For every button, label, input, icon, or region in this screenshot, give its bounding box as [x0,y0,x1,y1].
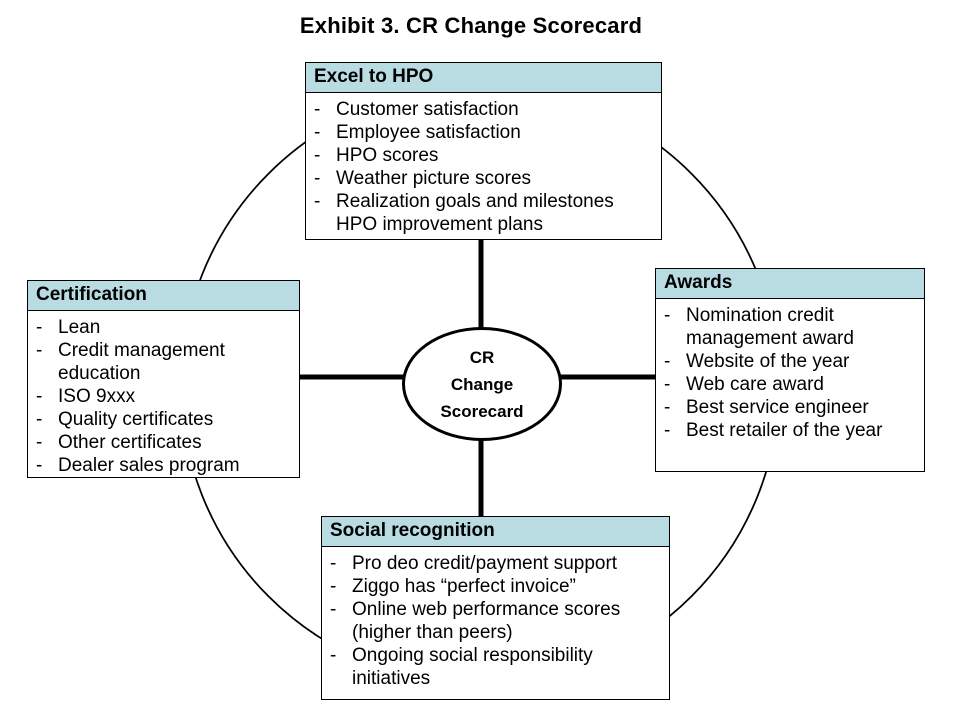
list-item-text: Realization goals and milestones [336,191,614,212]
bullet-dash: - [664,397,671,418]
list-item-text: Web care award [686,374,824,395]
list-item-text: Online web performance scores (higher th… [352,599,621,643]
list-item: -Best service engineer [664,396,920,419]
box-awards-header: Awards [656,269,924,299]
list-item-text: HPO scores [336,145,439,166]
list-item-text: Dealer sales program [58,455,240,476]
list-item-text: Best service engineer [686,397,869,418]
list-item: -Ziggo has “perfect invoice” [330,575,665,598]
bullet-dash: - [36,386,43,407]
list-item-text: Best retailer of the year [686,420,883,441]
box-social-recognition-body: -Pro deo credit/payment support -Ziggo h… [322,547,669,690]
bullet-dash: - [36,409,43,430]
box-excel-to-hpo-header: Excel to HPO [306,63,661,93]
list-item-text: Customer satisfaction [336,99,519,120]
list-item-text: Lean [58,317,101,338]
box-social-recognition-header: Social recognition [322,517,669,547]
list-item: -Weather picture scores [314,167,657,190]
list-item-text: ISO 9xxx [58,386,136,407]
list-item: -Best retailer of the year [664,419,920,442]
list-item: -Dealer sales program [36,454,295,477]
bullet-dash: - [664,420,671,441]
list-item-text: Credit management education [58,340,225,384]
box-certification-body: -Lean -Credit management education -ISO … [28,311,299,477]
bullet-dash: - [330,553,337,574]
list-item: -Online web performance scores (higher t… [330,598,665,644]
list-item: -Website of the year [664,350,920,373]
bullet-dash: - [330,645,337,666]
bullet-dash: - [330,599,337,620]
bullet-dash: - [664,374,671,395]
bullet-dash: - [36,340,43,361]
list-item: -Nomination credit management award [664,304,920,350]
list-item: -ISO 9xxx [36,385,295,408]
bullet-dash: - [314,191,321,212]
list-item: -Quality certificates [36,408,295,431]
list-item-text: Weather picture scores [336,168,532,189]
list-item-text: Employee satisfaction [336,122,521,143]
center-node-cr-change-scorecard: CR Change Scorecard [402,327,562,441]
list-item-text: Quality certificates [58,409,214,430]
box-excel-to-hpo-body: -Customer satisfaction -Employee satisfa… [306,93,661,236]
bullet-dash: - [36,432,43,453]
list-item-text: Ongoing social responsibility initiative… [352,645,593,689]
box-social-recognition: Social recognition -Pro deo credit/payme… [321,516,670,700]
list-item: -Other certificates [36,431,295,454]
bullet-dash: - [664,351,671,372]
list-item-continuation: HPO improvement plans [314,213,657,236]
bullet-dash: - [36,317,43,338]
exhibit-title: Exhibit 3. CR Change Scorecard [299,13,643,38]
list-item: -Employee satisfaction [314,121,657,144]
box-awards: Awards -Nomination credit management awa… [655,268,925,472]
list-item: -HPO scores [314,144,657,167]
box-certification-header: Certification [28,281,299,311]
list-item: -Ongoing social responsibility initiativ… [330,644,665,690]
list-item-text: Ziggo has “perfect invoice” [352,576,576,597]
list-item-text: Website of the year [686,351,850,372]
list-item: -Pro deo credit/payment support [330,552,665,575]
box-certification: Certification -Lean -Credit management e… [27,280,300,478]
list-item: -Customer satisfaction [314,98,657,121]
center-node-line: CR [469,347,495,367]
list-item: -Realization goals and milestones [314,190,657,213]
bullet-dash: - [330,576,337,597]
center-node-line: Scorecard [440,401,524,421]
bullet-dash: - [314,99,321,120]
bullet-dash: - [36,455,43,476]
bullet-dash: - [314,168,321,189]
list-item: -Web care award [664,373,920,396]
list-item-text: HPO improvement plans [336,214,543,235]
box-awards-body: -Nomination credit management award -Web… [656,299,924,442]
bullet-dash: - [314,145,321,166]
list-item: -Credit management education [36,339,295,385]
center-node-line: Change [450,374,514,394]
list-item-text: Nomination credit management award [686,305,854,349]
box-excel-to-hpo: Excel to HPO -Customer satisfaction -Emp… [305,62,662,240]
list-item-text: Other certificates [58,432,202,453]
bullet-dash: - [664,305,671,326]
bullet-dash: - [314,122,321,143]
list-item: -Lean [36,316,295,339]
list-item-text: Pro deo credit/payment support [352,553,618,574]
